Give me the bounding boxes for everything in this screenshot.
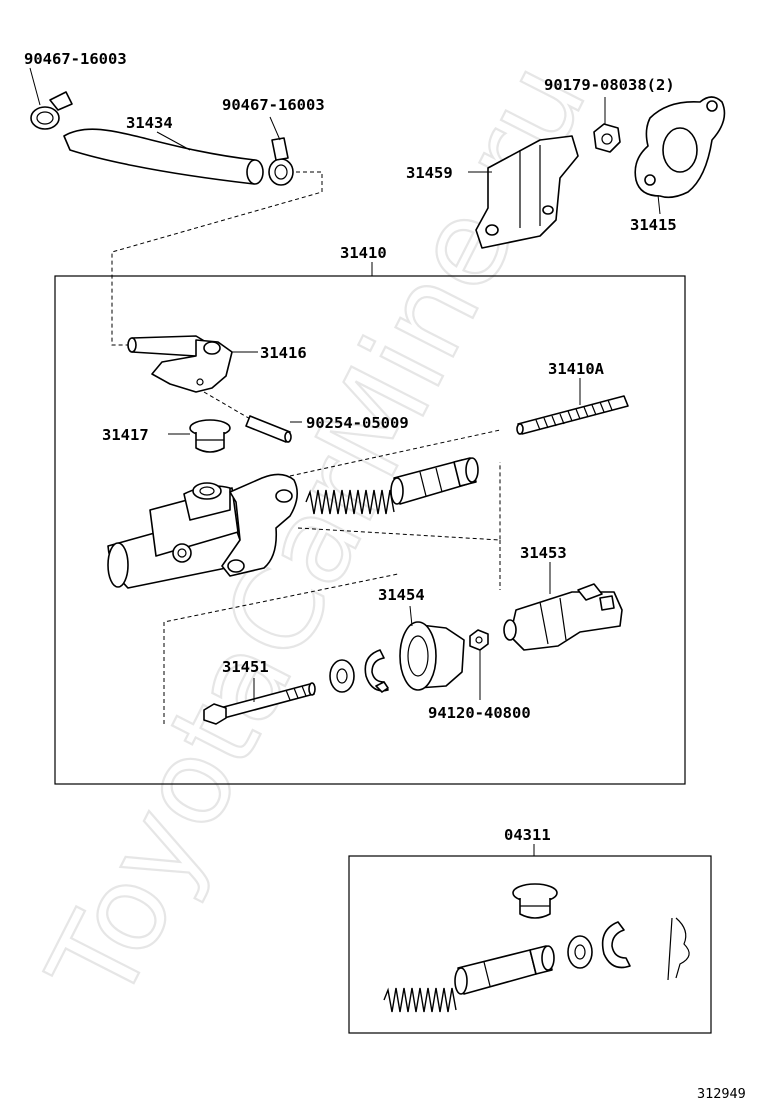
assembly-box xyxy=(54,275,686,785)
kit-piston-drawing xyxy=(454,945,555,995)
pin-drawing xyxy=(245,415,292,443)
label-clevis: 31453 xyxy=(520,544,567,562)
label-union: 31416 xyxy=(260,344,307,362)
cylinder-body-drawing xyxy=(107,473,298,589)
push-rod-drawing xyxy=(203,682,316,725)
clevis-drawing xyxy=(503,583,623,651)
clip-right-drawing xyxy=(268,137,294,186)
piston-drawing xyxy=(390,457,479,505)
boot-drawing xyxy=(399,621,465,691)
union-drawing xyxy=(127,335,233,393)
label-plug: 31417 xyxy=(102,426,149,444)
spring-drawing xyxy=(305,489,395,515)
label-hose: 31434 xyxy=(126,114,173,132)
kit-clip-drawing xyxy=(667,917,690,981)
gasket-drawing xyxy=(634,96,726,199)
hose-drawing xyxy=(63,128,256,185)
label-clevis-nut: 94120-40800 xyxy=(428,704,531,722)
kit-washer-drawing xyxy=(567,935,593,969)
label-gasket: 31415 xyxy=(630,216,677,234)
washer-drawing xyxy=(329,659,355,693)
label-nut: 90179-08038(2) xyxy=(544,76,675,94)
label-push-rod: 31451 xyxy=(222,658,269,676)
bracket-drawing xyxy=(475,135,579,249)
label-boot: 31454 xyxy=(378,586,425,604)
kit-snap-ring-drawing xyxy=(601,921,631,969)
label-clip-right: 90467-16003 xyxy=(222,96,325,114)
nut-drawing xyxy=(593,123,621,153)
kit-plug-drawing xyxy=(512,883,558,919)
stud-drawing xyxy=(516,395,629,435)
label-stud: 31410A xyxy=(548,360,605,378)
clevis-nut-drawing xyxy=(469,629,489,651)
label-master-cylinder: 31410 xyxy=(340,244,387,262)
figure-number: 312949 xyxy=(697,1086,746,1102)
label-bracket: 31459 xyxy=(406,164,453,182)
label-repair-kit: 04311 xyxy=(504,826,551,844)
label-pin: 90254-05009 xyxy=(306,414,409,432)
kit-spring-drawing xyxy=(383,987,457,1013)
label-clip-left: 90467-16003 xyxy=(24,50,127,68)
repair-kit-box xyxy=(348,855,712,1034)
clip-left-drawing xyxy=(30,91,73,130)
snap-ring-drawing xyxy=(364,649,389,693)
plug-drawing xyxy=(189,419,231,453)
